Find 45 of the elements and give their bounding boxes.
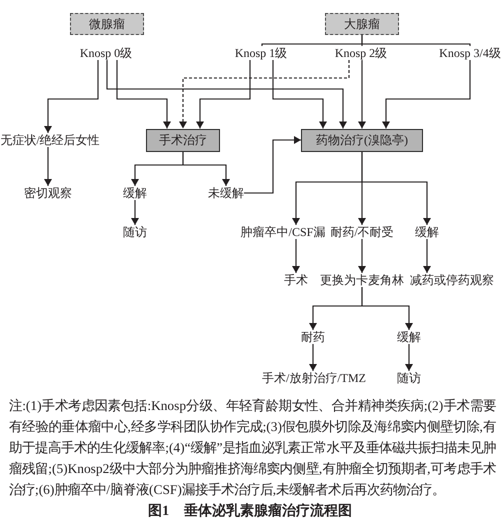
arrow [361, 287, 413, 330]
step-label: 手术/放射治疗/TMZ [262, 371, 366, 385]
step-label: 手术 [284, 273, 308, 287]
step-label: 耐药/不耐受 [330, 225, 394, 239]
step-label: 耐药 [301, 330, 325, 344]
step-label: 缓解 [397, 330, 421, 344]
arrow [292, 239, 300, 273]
step-label: 无症状/绝经后女性 [0, 133, 100, 147]
arrow [196, 60, 251, 128]
step-label: 更换为卡麦角林 [320, 273, 404, 287]
category-box: 大腺瘤 [325, 13, 399, 35]
step-label: 随访 [123, 225, 147, 239]
arrow [106, 60, 347, 128]
step-label: Knosp 2级 [334, 46, 388, 60]
treatment-box: 药物治疗(溴隐亭) [301, 128, 423, 152]
arrow [405, 344, 413, 371]
step-label: 缓解 [415, 225, 439, 239]
connector-line [361, 35, 471, 46]
arrow [131, 200, 139, 225]
arrow [309, 344, 317, 371]
arrow [244, 136, 301, 194]
dashed-arrow [179, 60, 350, 128]
arrow [44, 147, 52, 186]
step-label: Knosp 1级 [234, 46, 288, 60]
arrow [361, 152, 431, 225]
step-label: 未缓解 [208, 186, 244, 200]
treatment-box: 手术治疗 [146, 128, 220, 152]
arrow [272, 60, 327, 128]
step-label: 密切观察 [24, 186, 72, 200]
step-label: 肿瘤卒中/CSF漏 [240, 225, 326, 239]
category-box: 微腺瘤 [70, 13, 144, 35]
arrow [423, 239, 431, 273]
figure-caption: 图1 垂体泌乳素腺瘤治疗流程图 [148, 503, 352, 521]
step-label: 随访 [397, 371, 421, 385]
step-label: Knosp 3/4级 [439, 46, 501, 60]
step-label: Knosp 0级 [80, 46, 132, 60]
arrow [358, 60, 366, 128]
arrow [182, 152, 230, 186]
step-label: 减药或停药观察 [410, 273, 494, 287]
arrow [116, 60, 171, 128]
note-text: 注:(1)手术考虑因素包括:Knosp分级、年轻育龄期女性、合并精神类疾病;(2)手术需要有经验的垂体瘤中心,经多学科团队协作完成;(3)假包膜外切除及海绵窦内侧壁切除,有助于提高手术的生化缓解率;(4)“缓解”是指血泌乳素正常水平及垂体磁共振扫描未见肿瘤残留;(5)Knosp2级中大部分为肿瘤推挤海绵窦内侧壁,有肿瘤全切预期者,可考虑手术治疗;(6)肿瘤卒中/脑脊液(CSF)漏接手术治疗后,未缓解者术后再次药物治疗。 [9, 397, 496, 499]
arrow [382, 60, 471, 128]
arrow [358, 239, 366, 273]
arrow [44, 60, 99, 133]
step-label: 缓解 [123, 186, 147, 200]
